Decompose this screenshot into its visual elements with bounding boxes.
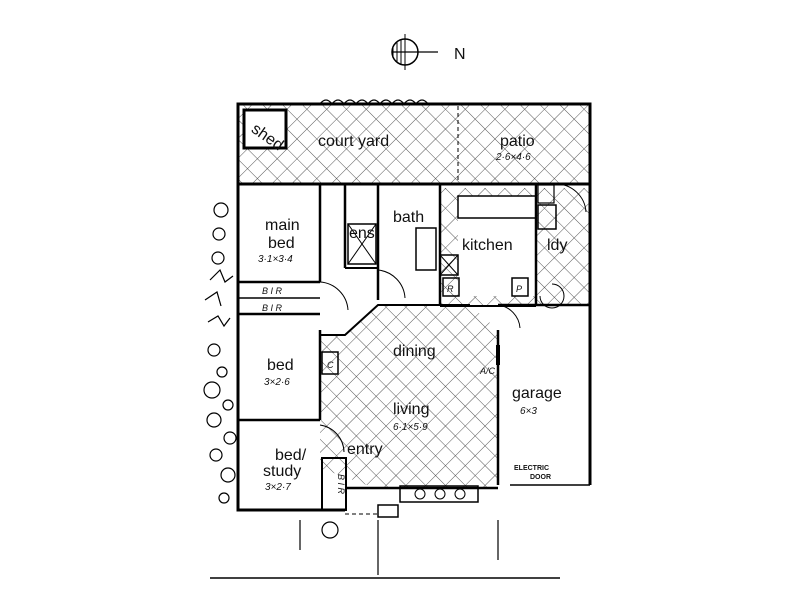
bed-label: bed (267, 357, 294, 374)
bed-dimensions: 3×2·6 (264, 377, 290, 388)
laundry-label: ldy (547, 237, 567, 254)
pantry-label: P (516, 284, 522, 294)
kitchen-label: kitchen (462, 237, 513, 254)
patio-label: patio (500, 133, 535, 150)
electric-door-label-line2: DOOR (530, 474, 551, 481)
walls (210, 182, 592, 579)
living-dining-floor (320, 278, 498, 488)
main-bed-label-line1: main (265, 217, 300, 234)
living-label: living (393, 401, 429, 418)
garden-shrubs (203, 202, 339, 539)
bed-study-label-line2: study (263, 463, 301, 480)
garage-label: garage (512, 385, 562, 402)
garage-dimensions: 6×3 (520, 406, 537, 417)
bed-study-label-line1: bed/ (275, 447, 307, 464)
main-bed-dimensions: 3·1×3·4 (258, 254, 293, 265)
patio-dimensions: 2·6×4·6 (495, 152, 531, 163)
courtyard-label: court yard (318, 133, 389, 150)
electric-door-label-line1: ELECTRIC (514, 465, 549, 472)
bir-label-1: B I R (262, 286, 283, 296)
bed-study-dimensions: 3×2·7 (265, 482, 291, 493)
kitchen-floor (440, 188, 590, 306)
dining-label: dining (393, 343, 436, 360)
refrigerator-label: R (447, 284, 454, 294)
north-arrow: N (391, 34, 466, 70)
bir-label-3: B I R (336, 474, 346, 495)
courtyard-area (236, 99, 592, 186)
main-bed-label-line2: bed (268, 235, 295, 252)
bath-label: bath (393, 209, 424, 226)
ensuite-label: ens (349, 225, 375, 242)
compass-label: N (454, 46, 466, 63)
living-dimensions: 6·1×5·9 (393, 422, 428, 433)
entry-label: entry (347, 441, 383, 458)
bir-label-2: B I R (262, 303, 283, 313)
cupboard-label: C (327, 360, 334, 370)
ac-label: A/C (479, 366, 496, 376)
